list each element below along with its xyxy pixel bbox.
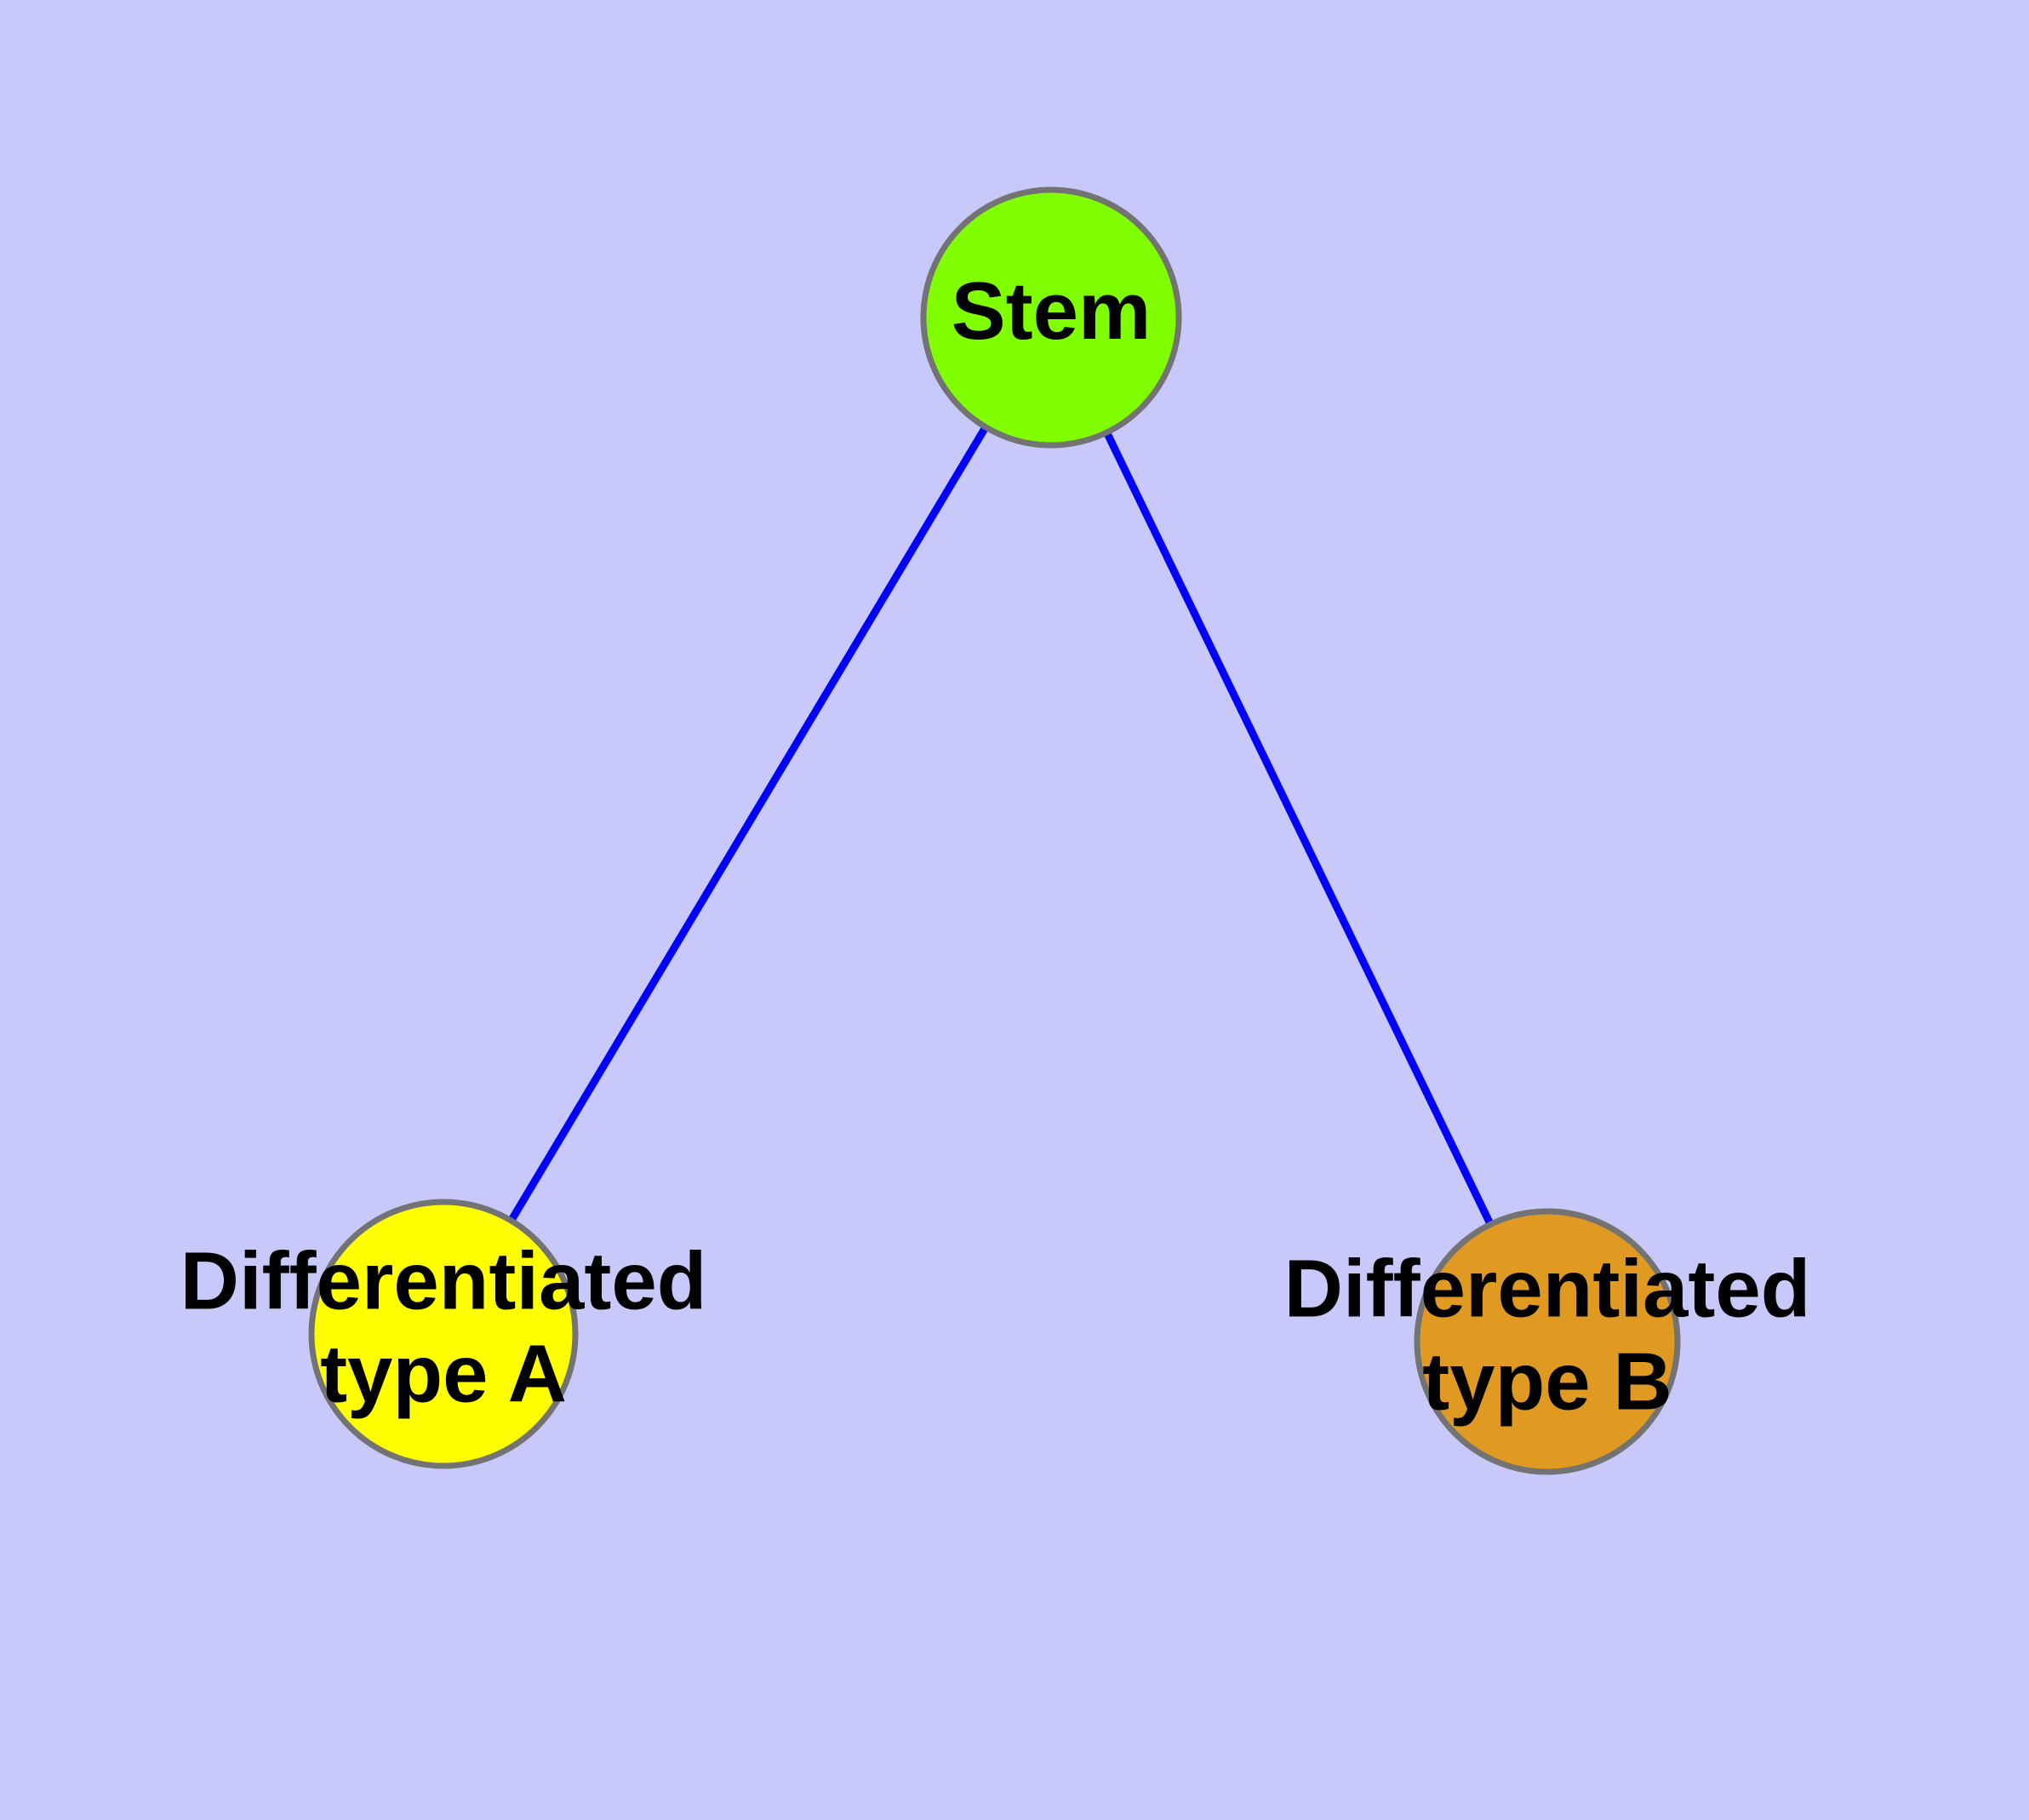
- graph-edge[interactable]: [440, 315, 1055, 1336]
- node-label-line: Stem: [952, 266, 1152, 357]
- graph-edge[interactable]: [1047, 316, 1552, 1343]
- node-circle-diff_b[interactable]: [1414, 1208, 1681, 1475]
- graph-node-stem[interactable]: Stem: [920, 186, 1182, 449]
- node-label-line: type A: [320, 1329, 567, 1420]
- node-circle-diff_a[interactable]: [308, 1199, 579, 1469]
- node-label-line: Differentiated: [180, 1236, 707, 1327]
- node-label-line: Differentiated: [1284, 1244, 1811, 1335]
- node-label-stem: Stem: [952, 266, 1152, 357]
- node-label-line: type B: [1422, 1336, 1672, 1428]
- node-circle-stem[interactable]: [920, 186, 1182, 449]
- edges-layer: [440, 315, 1552, 1343]
